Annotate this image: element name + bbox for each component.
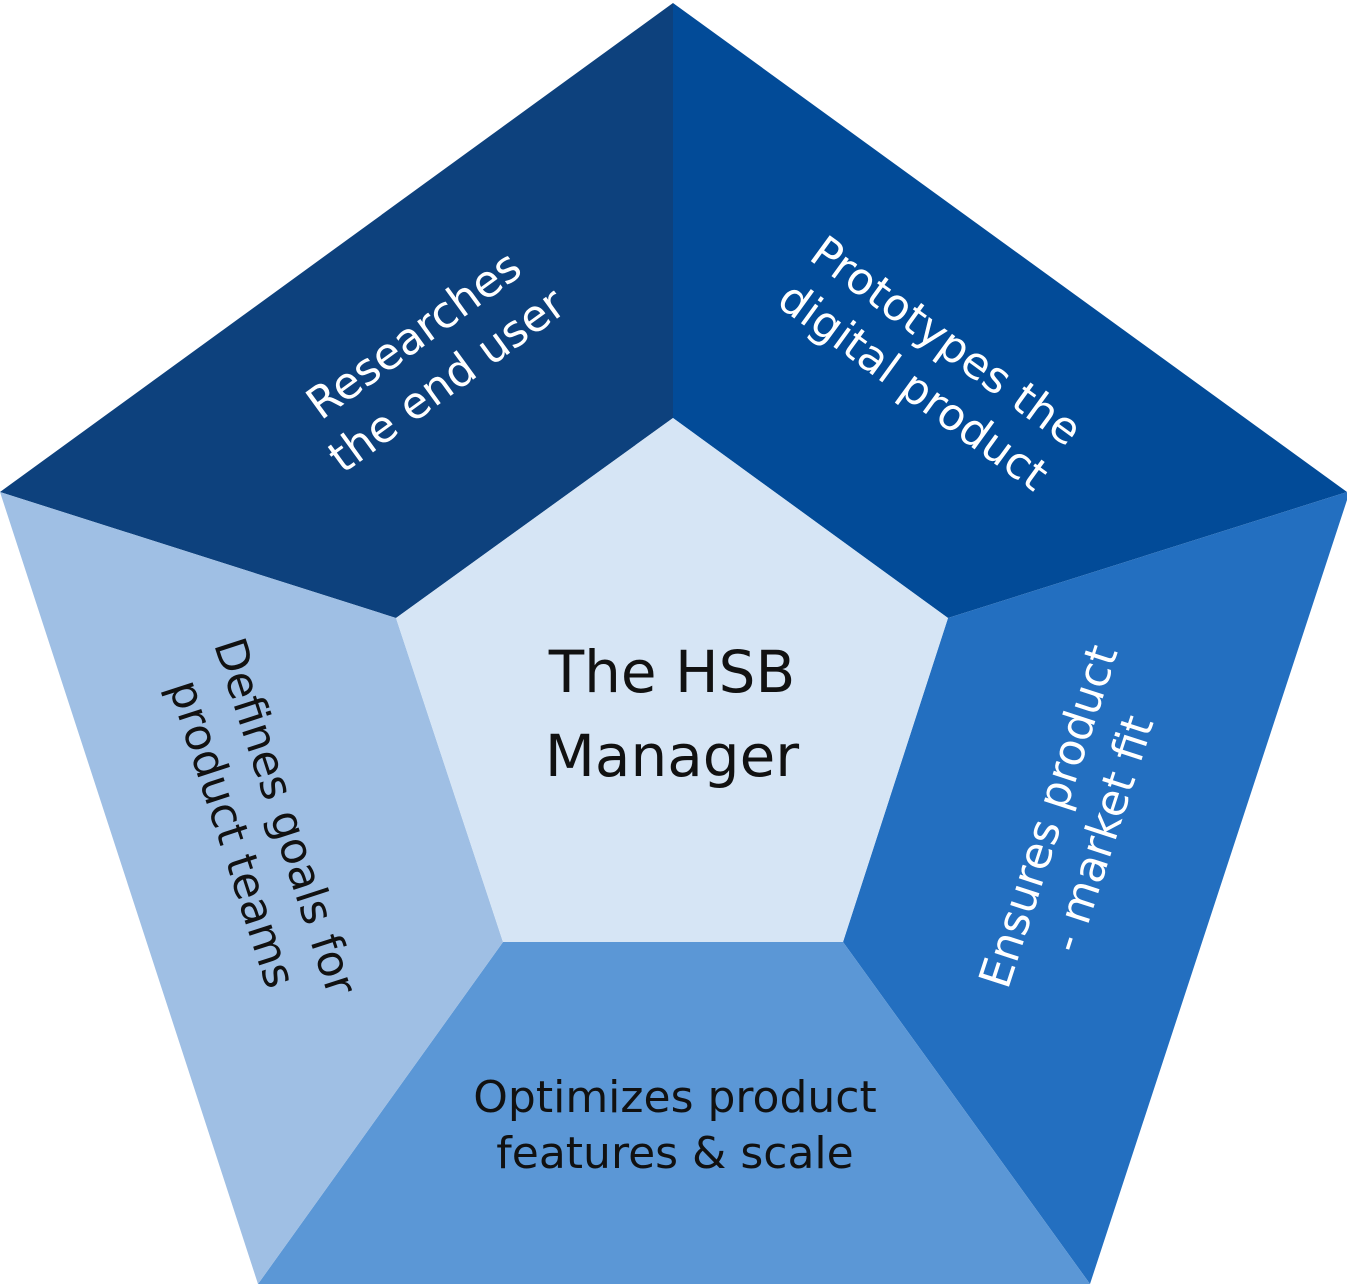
optimizes-label-line-2: features & scale [496,1128,853,1179]
segment-ensures [843,492,1347,1284]
center-pentagon [396,418,948,942]
optimizes-label-group: Optimizes product features & scale [473,1072,876,1179]
optimizes-label-line-1: Optimizes product [473,1072,876,1123]
segment-defines [0,492,503,1284]
center-label-line-2: Manager [545,722,799,790]
center-label-line-1: The HSB [548,638,796,706]
segment-researches [0,3,673,618]
segment-optimizes [258,942,1090,1284]
segment-prototypes [673,3,1347,618]
center-label-group: The HSB Manager [545,638,799,790]
